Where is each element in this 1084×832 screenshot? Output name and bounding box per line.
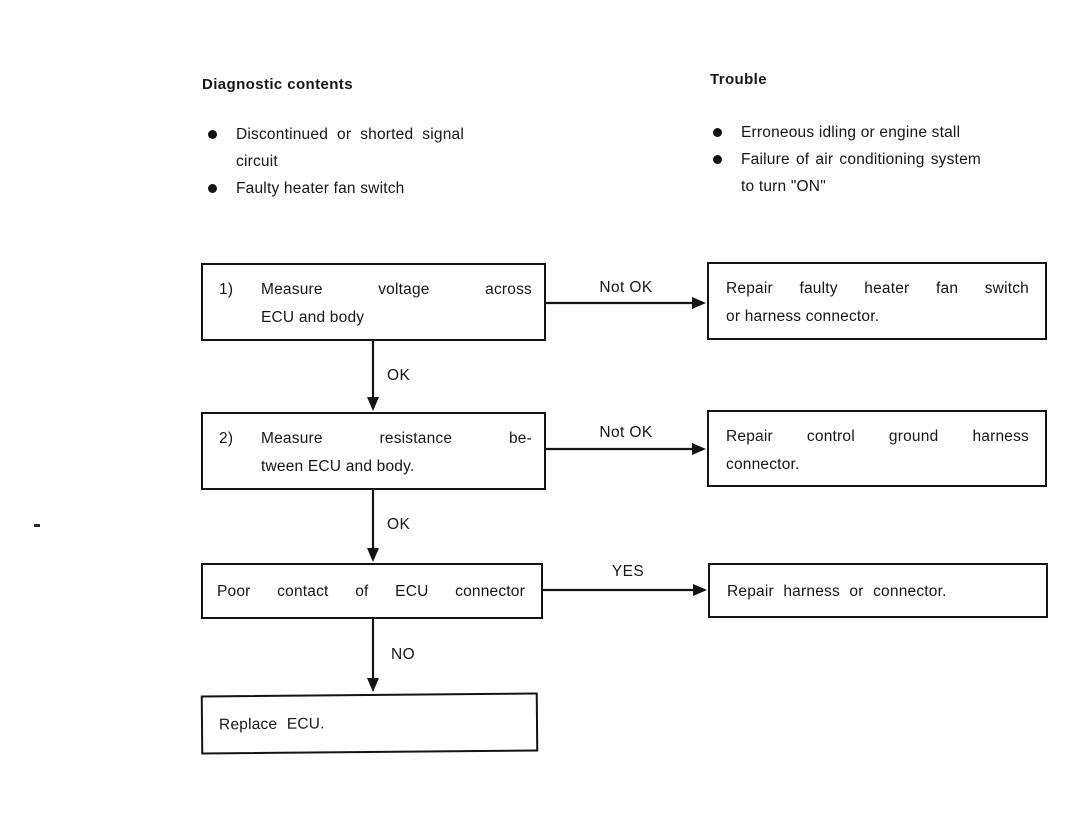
result-text-line: Repair harness or connector. <box>727 583 947 600</box>
branch-label-yes: YES <box>611 563 645 580</box>
list-item: Faulty heater fan switch <box>208 175 464 202</box>
branch-label-not-ok-2: Not OK <box>599 424 653 441</box>
result-1-box: Repair faulty heater fan switch or harne… <box>707 262 1047 340</box>
result-text-line: Repair control ground harness <box>726 428 1029 445</box>
step-number: 2) <box>219 430 234 447</box>
step-text: Poor contact of ECU connector <box>217 578 525 617</box>
step-number: 1) <box>219 281 234 298</box>
step-2-box: 2) Measure resistance be- tween ECU and … <box>201 412 546 490</box>
step-1-box: 1) Measure voltage across ECU and body <box>201 263 546 341</box>
arrow-not-ok-2 <box>545 443 706 455</box>
list-item-text: Failure of air conditioning system to tu… <box>741 151 981 195</box>
branch-label-not-ok-1: Not OK <box>599 279 653 296</box>
arrow-not-ok-1 <box>545 297 706 309</box>
diagnostic-contents-title: Diagnostic contents <box>202 76 353 93</box>
trouble-list: Erroneous idling or engine stall Failure… <box>713 119 981 200</box>
step-text-line: Measure voltage across <box>261 281 532 298</box>
step-text-line: Replace ECU. <box>218 715 325 734</box>
step-text: Replace ECU. <box>219 709 524 753</box>
step-text-line: ECU and body <box>261 309 365 326</box>
step-text: Measure voltage across ECU and body <box>261 276 532 339</box>
diagnostic-contents-list: Discontinued or shorted signal circuit F… <box>208 121 464 202</box>
down-label-ok-1: OK <box>387 367 411 384</box>
result-text-line: connector. <box>726 456 800 473</box>
step-text-line: Measure resistance be- <box>261 430 532 447</box>
down-label-ok-2: OK <box>387 516 411 533</box>
bullet-icon <box>713 128 722 137</box>
result-text-line: Repair faulty heater fan switch <box>726 280 1029 297</box>
arrow-no <box>367 619 379 692</box>
arrow-yes <box>542 584 707 596</box>
bullet-icon <box>208 130 217 139</box>
list-item-text: Discontinued or shorted signal circuit <box>236 126 464 170</box>
list-item: Erroneous idling or engine stall <box>713 119 981 146</box>
list-item: Discontinued or shorted signal circuit <box>208 121 464 175</box>
step-3-box: Poor contact of ECU connector <box>201 563 543 619</box>
step-4-box: Replace ECU. <box>200 692 539 755</box>
down-label-no: NO <box>391 646 416 663</box>
list-item-text: Erroneous idling or engine stall <box>741 124 961 141</box>
arrow-ok-2 <box>367 490 379 562</box>
scan-artifact <box>34 524 40 527</box>
step-text-line: tween ECU and body. <box>261 458 415 475</box>
result-text: Repair faulty heater fan switch or harne… <box>726 275 1029 338</box>
bullet-icon <box>208 184 217 193</box>
step-text-line: Poor contact of ECU connector <box>217 583 525 600</box>
result-3-box: Repair harness or connector. <box>708 563 1048 618</box>
result-text: Repair harness or connector. <box>727 578 1030 616</box>
step-text: Measure resistance be- tween ECU and bod… <box>261 425 532 488</box>
bullet-icon <box>713 155 722 164</box>
arrow-ok-1 <box>367 341 379 411</box>
result-text-line: or harness connector. <box>726 308 880 325</box>
trouble-title: Trouble <box>710 71 767 88</box>
list-item: Failure of air conditioning system to tu… <box>713 146 981 200</box>
list-item-text: Faulty heater fan switch <box>236 180 405 197</box>
result-2-box: Repair control ground harness connector. <box>707 410 1047 487</box>
result-text: Repair control ground harness connector. <box>726 423 1029 485</box>
